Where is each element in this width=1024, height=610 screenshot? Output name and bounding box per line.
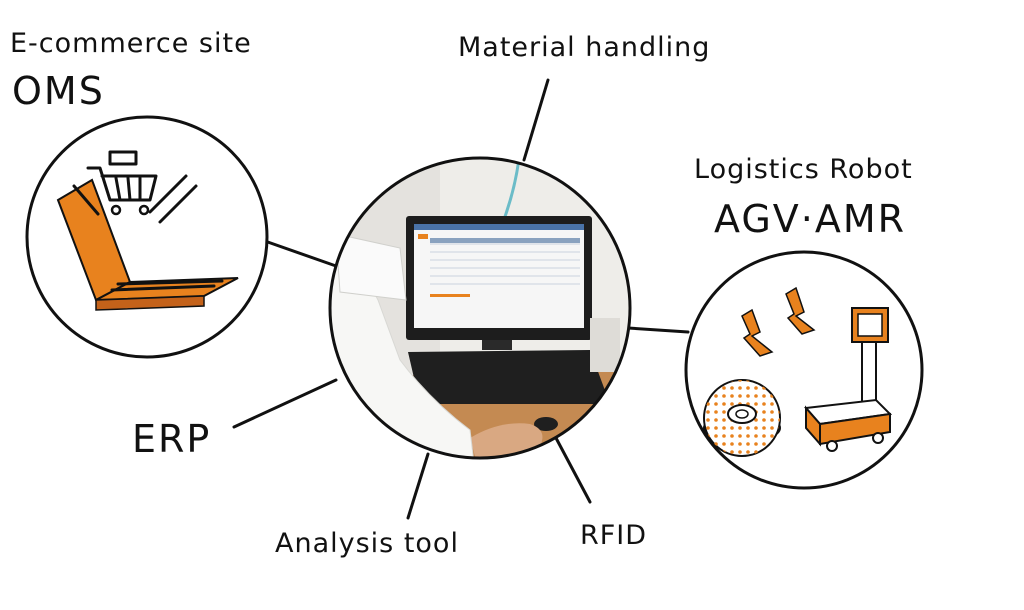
label-logistics-robot: Logistics Robot xyxy=(694,154,913,185)
computer-workstation-photo xyxy=(328,156,632,460)
connector-oms xyxy=(260,238,338,268)
laptop-shopping-cart-icon xyxy=(25,115,269,359)
connector-robots xyxy=(626,326,690,334)
label-agv-amr: AGV·AMR xyxy=(714,197,907,241)
connector-lines xyxy=(232,78,690,520)
label-analysis-tool: Analysis tool xyxy=(275,528,459,559)
label-material-handling: Material handling xyxy=(458,32,711,63)
label-erp: ERP xyxy=(132,417,212,461)
label-ecommerce-site: E-commerce site xyxy=(10,28,252,59)
connector-analysis xyxy=(406,452,430,520)
connector-erp xyxy=(232,378,338,429)
connector-rfid xyxy=(554,436,592,504)
agv-amr-robots-icon xyxy=(684,250,924,490)
label-oms: OMS xyxy=(12,69,105,113)
connector-material xyxy=(522,78,550,162)
label-rfid: RFID xyxy=(580,520,648,551)
